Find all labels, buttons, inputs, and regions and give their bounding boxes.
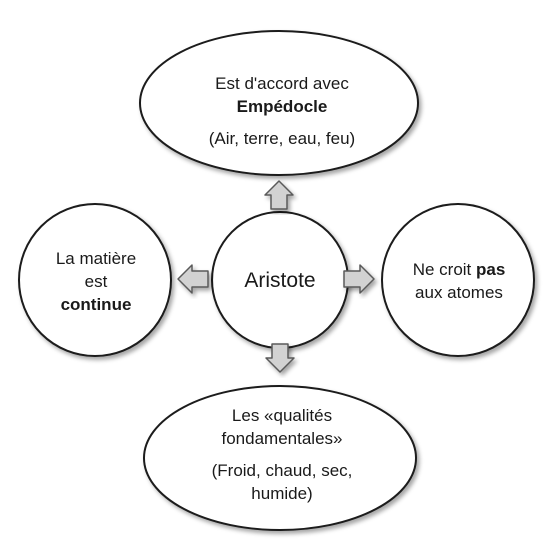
arrow-up-icon [264, 180, 294, 210]
bottom-line-4: humide) [251, 483, 313, 503]
center-node-text: Aristote [210, 230, 350, 330]
top-node-text: Est d'accord avec Empédocle (Air, terre,… [140, 55, 424, 167]
left-line-1: La matière [55, 248, 137, 268]
top-ellipse [139, 30, 419, 176]
right-line-1: Ne croit pas [413, 258, 506, 281]
arrow-down-icon [265, 343, 295, 373]
right-line-1-pas: pas [476, 260, 506, 279]
left-line-2: est [84, 271, 108, 291]
left-circle [18, 203, 172, 357]
bottom-line-1: Les «qualités [231, 405, 333, 425]
arrow-right-icon [343, 264, 375, 294]
right-node-text: Ne croit pas aux atomes [385, 232, 533, 330]
right-circle [381, 203, 535, 357]
top-line-2-empedocle: Empédocle [236, 97, 328, 116]
bottom-line-2: fondamentales» [221, 428, 343, 448]
top-line-3: (Air, terre, eau, feu) [208, 129, 356, 148]
center-label-aristote: Aristote [244, 268, 316, 292]
left-line-3-continue: continue [60, 294, 132, 314]
bottom-node-text: Les «qualités fondamentales» (Froid, cha… [146, 384, 418, 524]
left-node-text: La matière est continue [22, 232, 170, 330]
bottom-ellipse [143, 385, 417, 531]
right-line-2: aux atomes [415, 283, 503, 302]
right-line-1-pre: Ne croit [412, 260, 476, 279]
top-line-1: Est d'accord avec [215, 74, 349, 93]
arrow-left-icon [177, 264, 209, 294]
bottom-line-3: (Froid, chaud, sec, [211, 460, 353, 480]
